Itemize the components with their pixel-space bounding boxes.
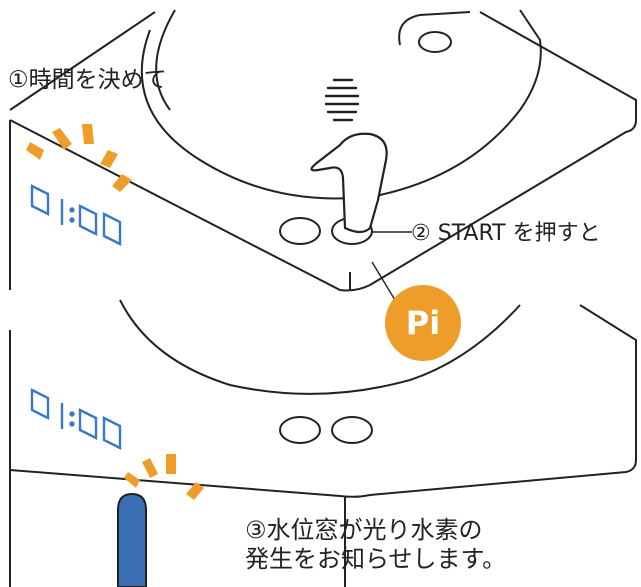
speaker-grille	[324, 78, 360, 122]
step3-line1: ③水位窓が光り水素の	[245, 516, 483, 544]
start-button-lower[interactable]	[331, 416, 373, 444]
pointing-finger-icon	[310, 132, 388, 234]
step1-label: ①時間を決めて	[8, 67, 167, 93]
pi-sound-bubble: Pi	[385, 285, 461, 361]
step3-label: ③水位窓が光り水素の 発生をお知らせします。	[245, 516, 506, 574]
step3-line2: 発生をお知らせします。	[245, 545, 507, 573]
step2-label: ② START を押すと	[411, 221, 601, 246]
flash-marks-upper	[26, 124, 132, 192]
timer-button-lower[interactable]	[279, 416, 321, 444]
display-upper	[30, 184, 122, 246]
water-window	[117, 492, 147, 587]
pi-pointer-line	[371, 261, 396, 301]
display-lower	[30, 388, 122, 450]
flash-marks-lower	[124, 454, 204, 500]
lower-device	[9, 299, 637, 587]
timer-button[interactable]	[279, 217, 321, 245]
upper-device	[9, 9, 637, 292]
